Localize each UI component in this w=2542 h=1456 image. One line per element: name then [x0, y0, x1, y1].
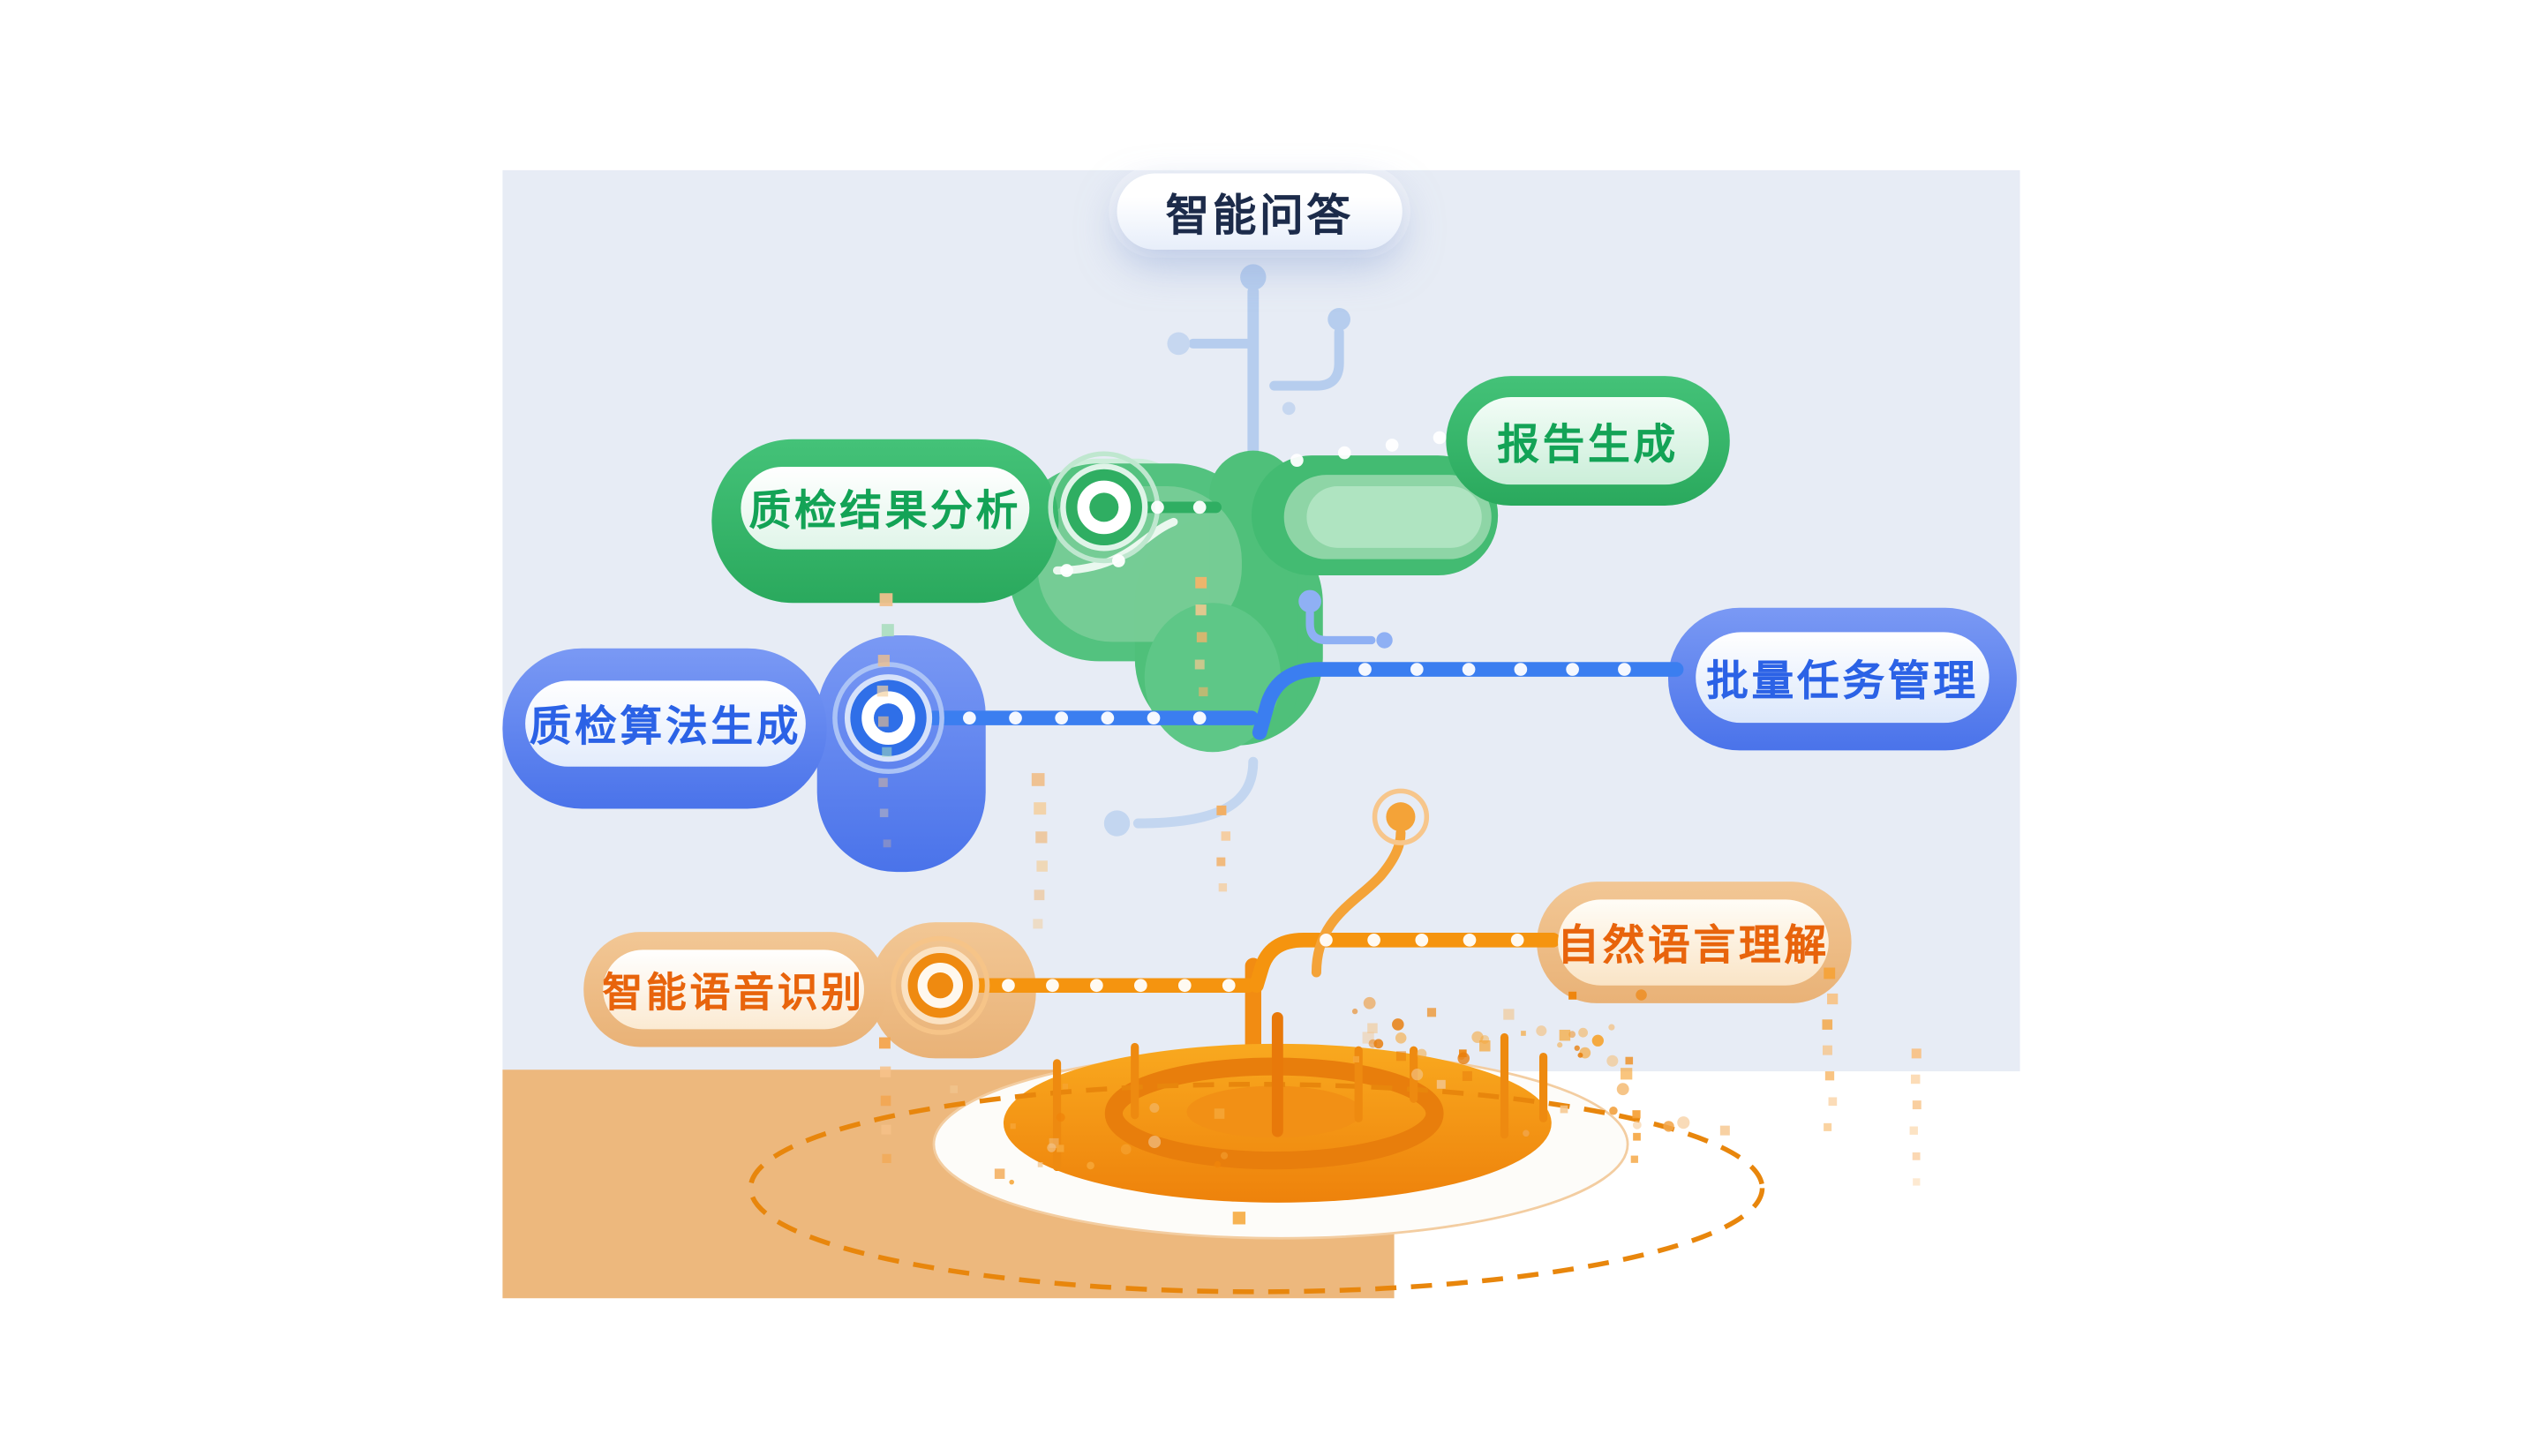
- orange-ring-node: [891, 935, 990, 1035]
- green-ring-node: [1048, 451, 1161, 564]
- node-pill-qa: 智能问答: [1117, 173, 1403, 250]
- ground-mound: [748, 1043, 1765, 1295]
- node-pill-nlu: 自然语言理解: [1557, 899, 1829, 986]
- node-pill-batch-task: 批量任务管理: [1696, 632, 1989, 724]
- node-pill-inspection-analysis: 质检结果分析: [741, 466, 1030, 550]
- node-pill-report: 报告生成: [1467, 396, 1709, 485]
- node-pill-asr: 智能语音识别: [602, 949, 864, 1030]
- decor-dots: [876, 431, 1922, 1225]
- node-pill-algorithm-gen: 质检算法生成: [525, 680, 806, 767]
